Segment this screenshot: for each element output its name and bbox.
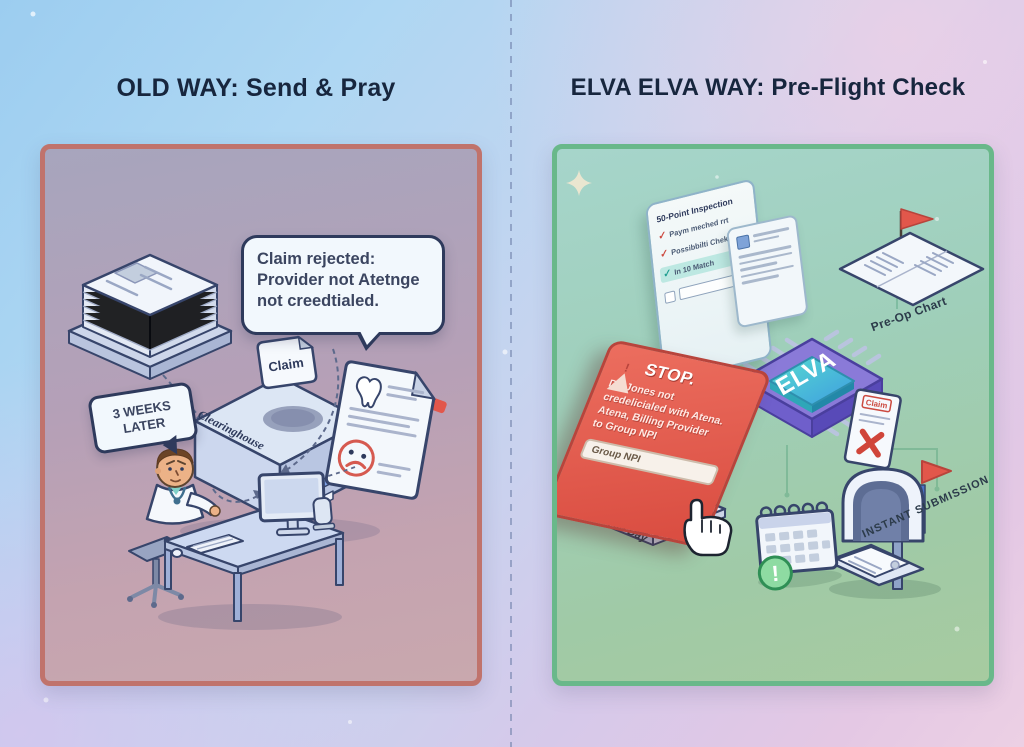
center-dashed-divider — [510, 0, 512, 747]
red-x-icon — [856, 428, 885, 458]
elva-chip-illustration: ELVA — [740, 329, 896, 438]
claim-doc-with-x: Claim — [843, 388, 902, 470]
rejection-line-3: not creedtialed. — [257, 292, 379, 311]
elva-way-panel: ELVA Claim — [552, 144, 994, 686]
dashed-arrow-to-monitor — [279, 348, 340, 475]
claim-tag-label: Claim — [267, 355, 304, 375]
mailbox-illustration — [825, 460, 952, 599]
keyboard — [171, 534, 244, 558]
sad-face-icon — [337, 439, 375, 477]
mailbox-flag-icon — [921, 460, 952, 484]
red-flag-icon — [900, 208, 934, 230]
check-icon: ✓ — [657, 229, 668, 243]
warning-triangle-icon: ! — [606, 354, 643, 394]
old-way-title: OLD WAY: Send & Pray — [116, 74, 396, 102]
computer-monitor — [257, 471, 326, 537]
small-form-card — [726, 214, 809, 329]
old-way-scene: Clearinghouse Claim — [67, 253, 447, 630]
tooth-icon — [355, 376, 382, 409]
elva-way-title: ELVA ELVA WAY: Pre-Flight Check — [570, 74, 966, 101]
rejection-line-2: Provider not Atetnge — [257, 271, 420, 290]
calendar-illustration: ! — [755, 501, 842, 591]
claim-document-tag: Claim — [256, 335, 318, 390]
check-icon: ✓ — [659, 247, 669, 261]
rejected-claim-document — [324, 360, 436, 500]
preop-chart-illustration — [838, 208, 985, 307]
check-icon: ✓ — [662, 267, 673, 281]
form-photo-icon — [736, 234, 751, 251]
empty-checkbox-icon — [664, 289, 676, 304]
rejection-line-1: Claim rejected: — [257, 250, 376, 268]
claim-doc-label: Claim — [865, 398, 888, 411]
calendar-alert-badge: ! — [757, 555, 793, 591]
calendar-badge-glyph: ! — [771, 561, 780, 587]
dentist-at-desk-illustration — [127, 448, 345, 630]
dentist-figure — [145, 448, 221, 525]
paper-stack-illustration — [67, 253, 233, 380]
hand-cursor-icon — [683, 498, 733, 557]
rejection-speech-bubble: Claim rejected: Provider not Atetnge not… — [241, 235, 445, 351]
old-way-panel: Clearinghouse Claim — [40, 144, 482, 686]
phone-dock — [312, 497, 336, 531]
